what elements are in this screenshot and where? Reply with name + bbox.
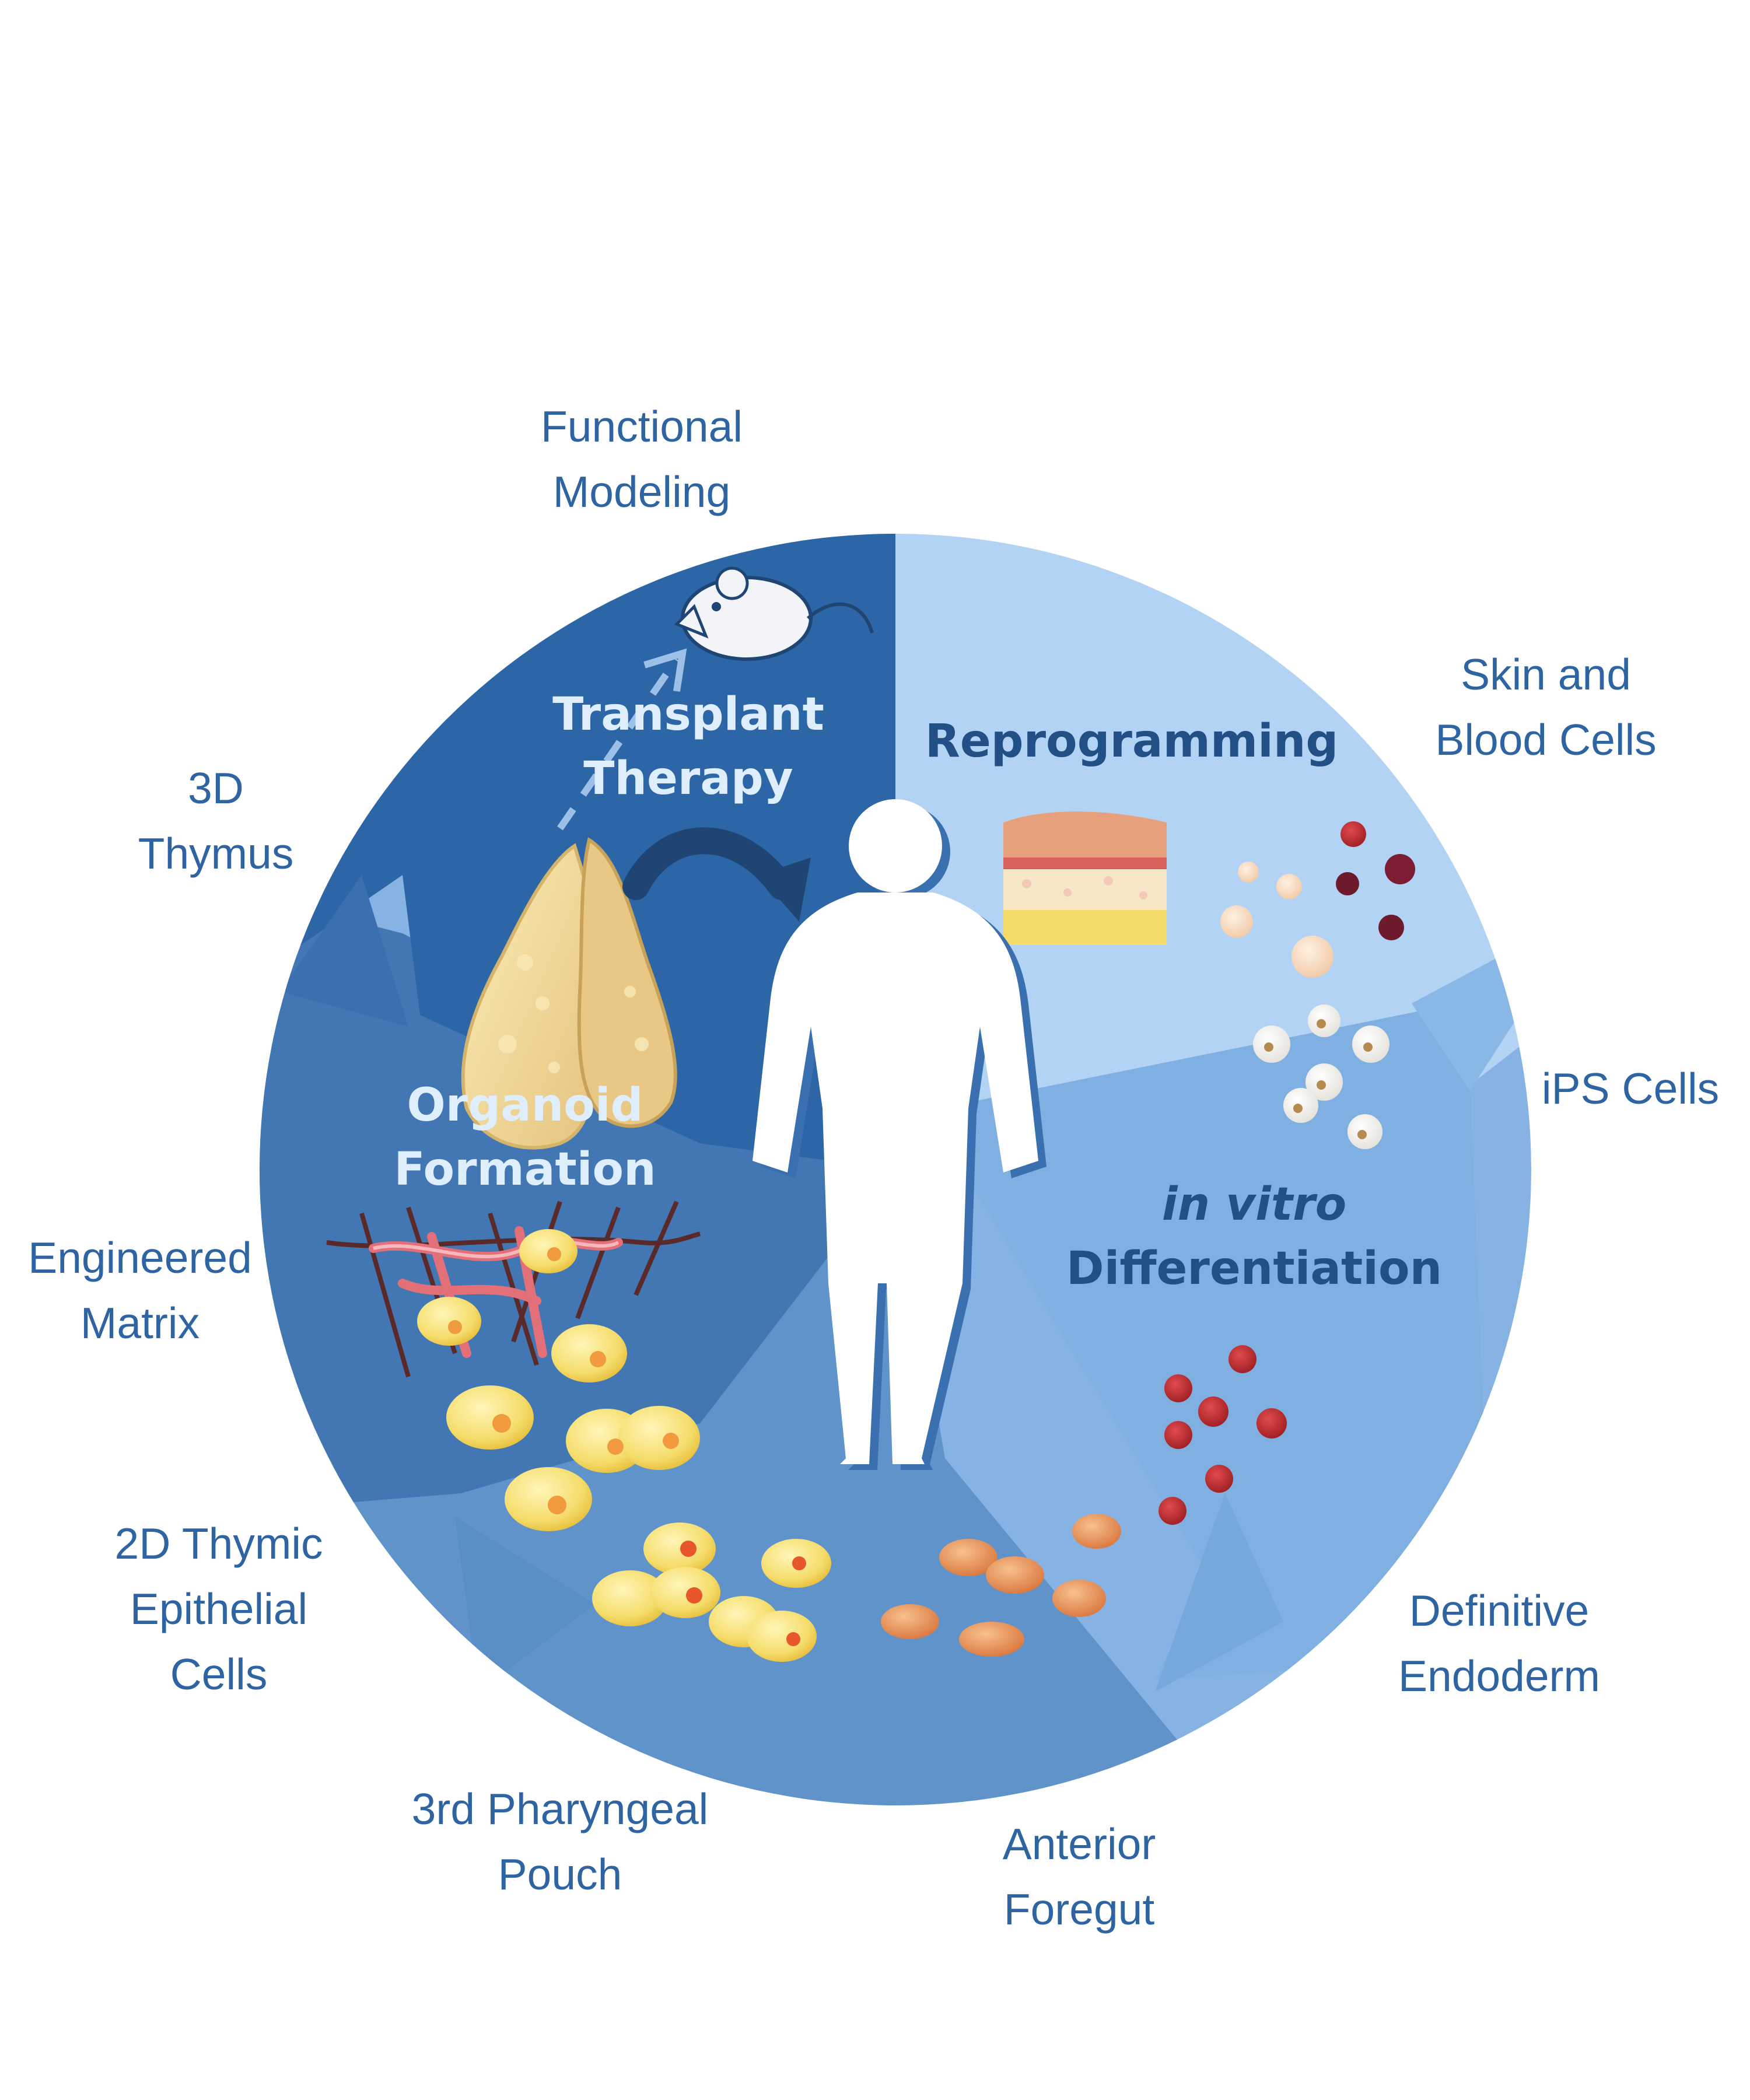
- arrowhead-pouch: [455, 1517, 595, 1692]
- dashed-arrowhead: [643, 648, 687, 692]
- ips-cells: [1253, 1005, 1390, 1149]
- thymic-2d-line1: 2D Thymic: [114, 1519, 323, 1568]
- label-functional-modeling: Functional Modeling: [490, 394, 793, 524]
- pouch-line2: Pouch: [498, 1850, 622, 1899]
- thymic-2d-line2: Epithelial: [130, 1584, 308, 1633]
- endoderm-line1: Definitive: [1409, 1586, 1590, 1635]
- endoderm-cells: [1158, 1345, 1287, 1525]
- foregut-line1: Anterior: [1002, 1819, 1156, 1868]
- label-ips-cells: iPS Cells: [1517, 1056, 1744, 1121]
- transplant-therapy-title: Transplant Therapy: [525, 682, 852, 811]
- functional-modeling-line1: Functional: [540, 402, 743, 451]
- skin-tissue-icon: [1003, 811, 1167, 945]
- thymic-epithelial-cells: [417, 1229, 700, 1531]
- arrowhead-thymus: [280, 875, 408, 1027]
- thymic-2d-line3: Cells: [170, 1650, 268, 1699]
- transplant-arrow: [622, 827, 795, 900]
- arrowhead-endoderm: [1155, 1493, 1283, 1692]
- foregut-line2: Foregut: [1003, 1885, 1155, 1934]
- mouse-icon: [674, 566, 874, 661]
- thymus-3d-line1: 3D: [188, 764, 244, 813]
- label-3d-thymus: 3D Thymus: [105, 755, 327, 886]
- label-skin-blood-cells: Skin and Blood Cells: [1400, 642, 1692, 772]
- arrowhead-ips: [1412, 910, 1531, 1091]
- human-figure-icon: [752, 799, 1046, 1470]
- organoid-sector: [260, 875, 895, 1517]
- label-3rd-pharyngeal-pouch: 3rd Pharyngeal Pouch: [373, 1776, 747, 1907]
- transplant-arrowhead: [758, 858, 811, 922]
- organoid-title-line1: Organoid: [407, 1079, 643, 1132]
- engineered-matrix-line1: Engineered: [28, 1233, 252, 1282]
- label-definitive-endoderm: Definitive Endoderm: [1353, 1578, 1645, 1709]
- differentiation-title: in vitro Differentiation: [1027, 1172, 1482, 1301]
- label-anterior-foregut: Anterior Foregut: [945, 1811, 1213, 1942]
- functional-modeling-line2: Modeling: [552, 467, 731, 516]
- skin-blood-line1: Skin and: [1461, 650, 1631, 699]
- pouch-line1: 3rd Pharyngeal: [411, 1784, 709, 1833]
- label-engineered-matrix: Engineered Matrix: [12, 1225, 268, 1356]
- engineered-matrix-line2: Matrix: [80, 1298, 200, 1348]
- thymus-3d-line2: Thymus: [138, 829, 294, 878]
- organoid-formation-title: Organoid Formation: [362, 1073, 688, 1202]
- skin-blood-line2: Blood Cells: [1435, 715, 1657, 764]
- thymus-organ-icon: [461, 837, 677, 1150]
- organoid-title-line2: Formation: [394, 1143, 656, 1196]
- dashed-arrow: [557, 657, 680, 831]
- skin-blood-cells: [1220, 821, 1415, 978]
- reprogramming-title-text: Reprogramming: [925, 715, 1339, 768]
- transplant-title-line1: Transplant: [552, 688, 824, 741]
- foregut-cells: [881, 1514, 1121, 1657]
- reprogramming-title: Reprogramming: [898, 709, 1365, 774]
- transplant-title-line2: Therapy: [583, 752, 793, 805]
- ips-line1: iPS Cells: [1541, 1064, 1720, 1113]
- differentiation-sector: [910, 1009, 1493, 1680]
- endoderm-line2: Endoderm: [1398, 1651, 1601, 1700]
- differentiation-italic: in vitro: [1161, 1178, 1347, 1231]
- differentiation-title-text: Differentiation: [1066, 1242, 1443, 1295]
- label-2d-thymic-cells: 2D Thymic Epithelial Cells: [88, 1511, 350, 1707]
- pouch-cells: [592, 1522, 831, 1662]
